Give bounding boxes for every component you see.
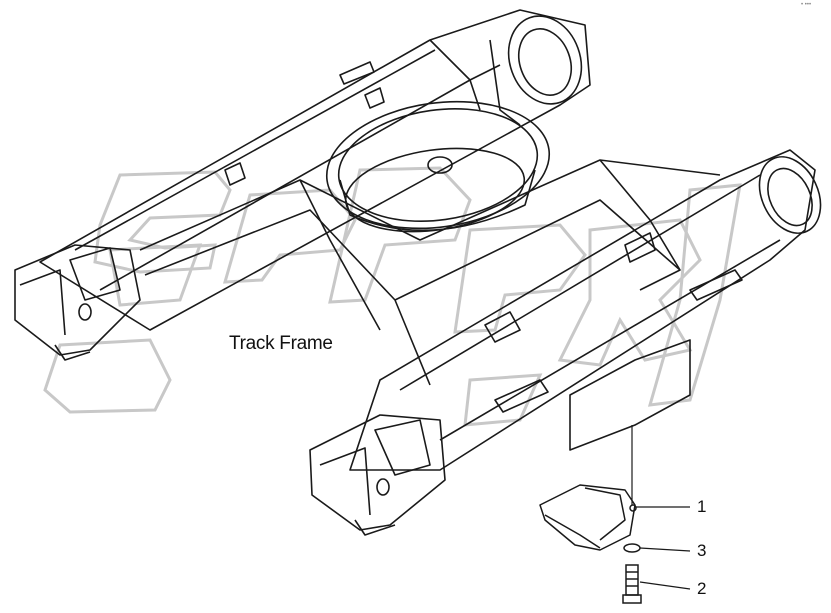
track-frame-label: Track Frame xyxy=(229,333,333,354)
washer-part xyxy=(623,543,641,553)
callout-number-1: 1 xyxy=(697,497,707,516)
track-frame xyxy=(14,9,822,536)
callout-number-2: 2 xyxy=(697,579,707,598)
track-guide-part xyxy=(539,484,637,551)
watermark-logo xyxy=(43,166,742,427)
corner-mark: • ••• xyxy=(801,2,812,8)
bolt-part xyxy=(622,564,642,604)
callout-number-3: 3 xyxy=(697,541,707,560)
callout-leaders xyxy=(636,506,691,590)
